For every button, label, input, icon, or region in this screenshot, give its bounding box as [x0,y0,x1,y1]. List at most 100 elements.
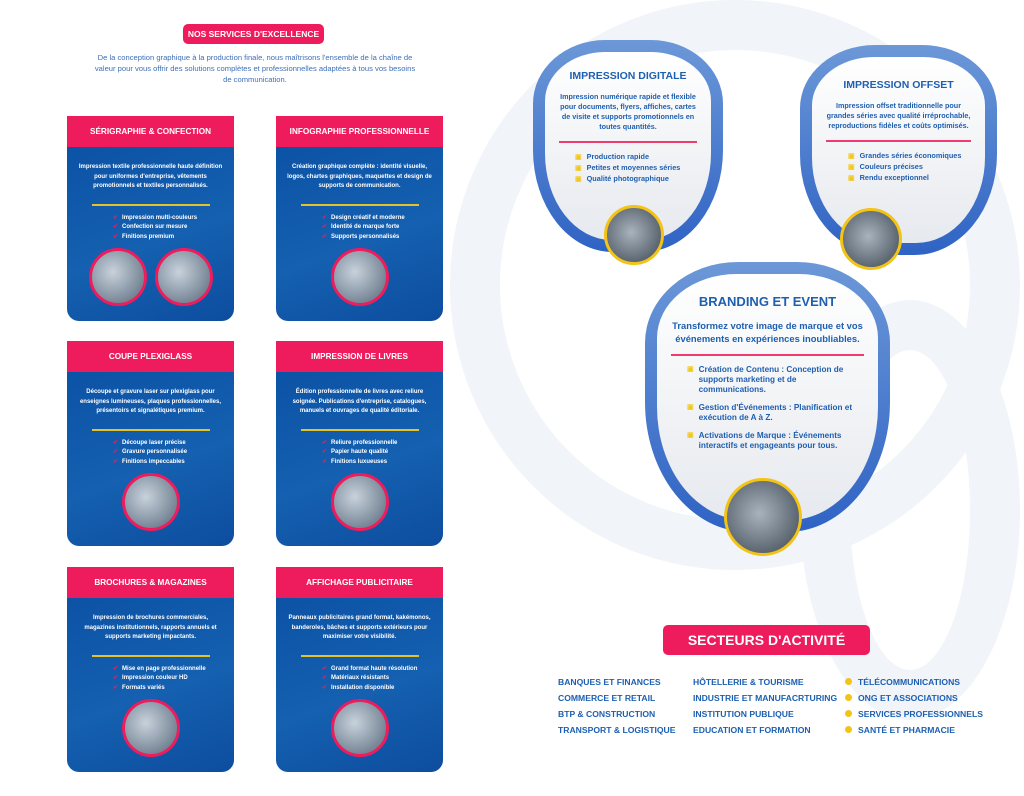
sector-item: BTP & CONSTRUCTION [558,709,656,719]
service-photo [330,248,389,306]
check-icon: ✔ [322,233,328,240]
check-icon: ✔ [113,684,119,691]
check-icon: ✔ [322,665,328,672]
bullet-icon: ▣ [687,366,694,373]
feature-item: ✔Gravure personnalisée [113,449,188,455]
feature-item: ✔Installation disponible [322,684,395,691]
service-card-description: Impression textile professionnelle haute… [78,164,223,189]
service-card-description: Création graphique complète : identité v… [287,164,432,189]
highlight-title: IMPRESSION DIGITALE [569,70,687,82]
sector-item: SERVICES PROFESSIONNELS [845,706,983,722]
service-card: BROCHURES & MAGAZINES Impression de broc… [67,567,234,772]
feature-item: ✔Grand format haute résolution [322,665,418,672]
service-photo [121,473,180,531]
service-card-title: SÉRIGRAPHIE & CONFECTION [67,116,234,147]
divider [559,141,697,143]
highlight-item: ▣Qualité photographique [575,174,669,183]
check-icon: ✔ [113,439,119,446]
service-card-title: BROCHURES & MAGAZINES [67,567,234,598]
service-card-description: Découpe et gravure laser sur plexiglass … [79,389,222,414]
bullet-icon: ▣ [848,164,855,171]
highlight-item: ▣Couleurs précises [848,162,923,171]
feature-item: ✔Finitions impeccables [113,458,185,465]
service-card: SÉRIGRAPHIE & CONFECTION Impression text… [67,116,234,321]
service-card-description: Panneaux publicitaires grand format, kak… [288,615,431,640]
highlight-photo [840,208,902,270]
service-card: AFFICHAGE PUBLICITAIRE Panneaux publicit… [276,567,443,772]
highlight-photo [604,205,664,265]
feature-item: ✔Supports personnalisés [322,233,400,240]
check-icon: ✔ [113,214,119,221]
divider [91,654,210,657]
divider [300,428,419,431]
feature-item: ✔Matériaux résistants [322,675,390,681]
bullet-dot-icon [845,726,852,733]
services-intro: De la conception graphique à la producti… [94,53,416,84]
check-icon: ✔ [113,449,119,455]
sector-item: EDUCATION ET FORMATION [693,725,811,735]
divider [91,203,210,206]
service-card-title: AFFICHAGE PUBLICITAIRE [276,567,443,598]
feature-item: ✔Design créatif et moderne [322,214,405,221]
bullet-icon: ▣ [848,175,855,182]
sector-item: ONG ET ASSOCIATIONS [845,690,983,706]
bullet-icon: ▣ [575,165,582,172]
feature-item: ✔Confection sur mesure [113,224,188,230]
check-icon: ✔ [113,458,119,465]
service-card: COUPE PLEXIGLASS Découpe et gravure lase… [67,341,234,546]
highlight-photo [724,478,802,556]
service-card-title: INFOGRAPHIE PROFESSIONNELLE [276,116,443,147]
highlight-item: ▣Rendu exceptionnel [848,173,929,182]
services-title: NOS SERVICES D'EXCELLENCE [183,24,324,44]
feature-item: ✔Finitions premium [113,233,175,240]
check-icon: ✔ [113,665,119,672]
check-icon: ✔ [322,684,328,691]
bullet-icon: ▣ [575,154,582,161]
sector-item: INSTITUTION PUBLIQUE [693,709,794,719]
bullet-icon: ▣ [687,432,694,439]
service-photo [154,248,213,306]
highlight-item: ▣Création de Contenu : Conception de sup… [687,365,844,394]
service-photo [330,699,389,757]
sector-item: HÔTELLERIE & TOURISME [693,677,804,687]
divider [671,354,864,356]
bullet-dot-icon [845,678,852,685]
check-icon: ✔ [322,449,328,455]
sector-item: BANQUES ET FINANCES [558,677,661,687]
highlight-item: ▣Production rapide [575,152,650,161]
check-icon: ✔ [113,224,119,230]
service-card: IMPRESSION DE LIVRES Édition professionn… [276,341,443,546]
service-photo [330,473,389,531]
highlight-item: ▣Grandes séries économiques [848,151,962,160]
highlight-item: ▣Activations de Marque : Événements inte… [687,431,842,450]
check-icon: ✔ [322,675,328,681]
sector-item: INDUSTRIE ET MANUFACRTURING [693,693,838,703]
check-icon: ✔ [322,214,328,221]
divider [300,203,419,206]
feature-item: ✔Formats variés [113,684,165,691]
service-photo [88,248,147,306]
feature-item: ✔Identité de marque forte [322,224,400,230]
sector-item: TRANSPORT & LOGISTIQUE [558,725,676,735]
feature-item: ✔Impression couleur HD [113,675,188,681]
bullet-dot-icon [845,694,852,701]
sector-item: TÉLÉCOMMUNICATIONS [845,674,983,690]
service-card-description: Édition professionnelle de livres avec r… [292,389,427,414]
sectors-col-1: BANQUES ET FINANCES COMMERCE ET RETAIL BTP… [558,674,675,738]
divider [91,428,210,431]
check-icon: ✔ [113,233,119,240]
bullet-dot-icon [845,710,852,717]
sector-item: COMMERCE ET RETAIL [558,693,656,703]
service-card-title: COUPE PLEXIGLASS [67,341,234,372]
check-icon: ✔ [322,458,328,465]
feature-item: ✔Reliure professionnelle [322,439,398,446]
feature-item: ✔Papier haute qualité [322,449,389,455]
highlight-description: Impression numérique rapide et flexible … [560,92,696,131]
highlight-item: ▣Gestion d'Événements : Planification et… [687,403,853,422]
service-card-description: Impression de brochures commerciales, ma… [84,615,217,640]
sectors-title: SECTEURS D'ACTIVITÉ SERVIS [663,625,870,678]
highlight-panel: IMPRESSION OFFSET Impression offset trad… [800,45,997,255]
highlight-description: Impression offset traditionnelle pour gr… [826,101,971,130]
service-card-title: IMPRESSION DE LIVRES [276,341,443,372]
